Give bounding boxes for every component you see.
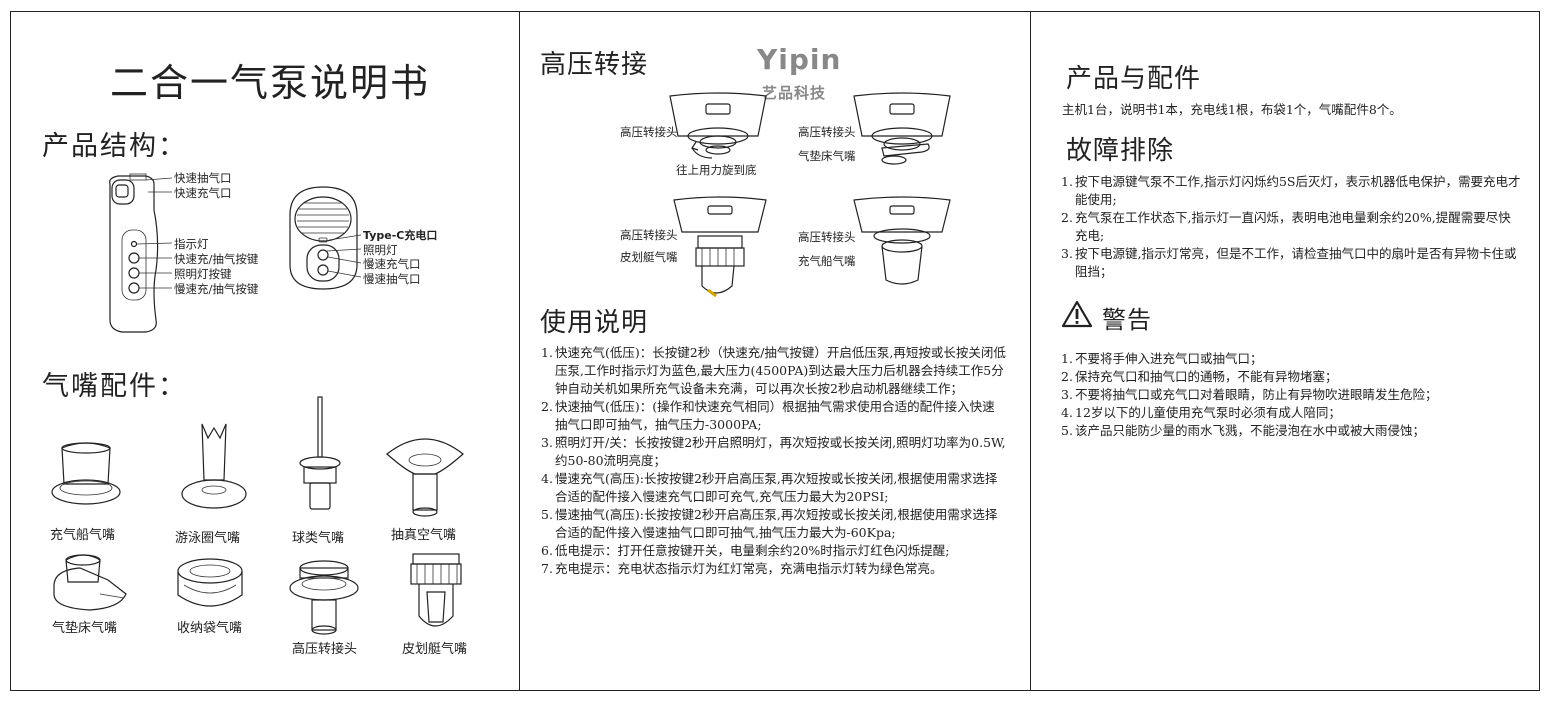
caption-storage-bag-nozzle: 收纳袋气嘴 — [177, 621, 243, 636]
logo-text: Yipin — [757, 43, 842, 76]
label-slow-exhaust-port: 慢速抽气口 — [363, 272, 421, 286]
warning-item: 5.该产品只能防少量的雨水飞溅，不能浸泡在水中或被大雨侵蚀； — [1061, 423, 1426, 438]
diagram-b-nozzle-label: 气垫床气嘴 — [798, 149, 856, 163]
usage-heading: 使用说明 — [540, 308, 649, 338]
structure-heading: 产品结构： — [42, 131, 187, 162]
adapter-step-d-diagram — [853, 196, 951, 285]
warning-list: 1.不要将手伸入进充气口或抽气口； 2.保持充气口和抽气口的通畅，不能有异物堵塞… — [1061, 350, 1527, 440]
warning-item: 4.12岁以下的儿童使用充气泵时必须有成人陪同； — [1061, 405, 1341, 420]
diagram-d-adapter-label: 高压转接头 — [798, 230, 856, 244]
troubleshooting-list: 1.按下电源键气泵不工作,指示灯闪烁约5S后灭灯，表示机器低电保护，需要充电才能… — [1061, 173, 1523, 281]
warning-heading: 警告 — [1102, 306, 1152, 334]
caption-ball-nozzle: 球类气嘴 — [292, 531, 345, 546]
troubleshooting-heading: 故障排除 — [1066, 136, 1175, 166]
adapter-heading: 高压转接 — [540, 50, 649, 80]
ball-needle-icon — [299, 396, 341, 510]
caption-high-pressure-adapter: 高压转接头 — [292, 642, 358, 657]
diagram-c-nozzle-label: 皮划艇气嘴 — [620, 250, 678, 264]
label-light-button: 照明灯按键 — [174, 267, 232, 281]
vacuum-nozzle-icon — [386, 438, 464, 517]
diagram-d-nozzle-label: 充气船气嘴 — [798, 254, 856, 268]
usage-item: 3.照明灯开/关：长按按键2秒开启照明灯，再次短按或长按关闭,照明灯功率为0.5… — [541, 435, 1006, 468]
column-divider-right — [1030, 11, 1031, 691]
nozzle-heading: 气嘴配件： — [42, 371, 187, 402]
adapter-step-b-diagram — [853, 92, 951, 165]
usage-item: 4.慢速充气(高压):长按按键2秒开启高压泵,再次短按或长按关闭,根据使用需求选… — [541, 471, 998, 504]
column-divider-left — [519, 11, 520, 691]
warning-item: 3.不要将抽气口或充气口对着眼睛，防止有异物吹进眼睛发生危险； — [1061, 387, 1438, 402]
label-light: 照明灯 — [363, 243, 398, 257]
label-fast-inflate-port: 快速充气口 — [174, 186, 232, 200]
label-typec-port: Type-C充电口 — [363, 229, 438, 242]
kayak-nozzle-icon — [410, 553, 462, 627]
diagram-a-adapter-label: 高压转接头 — [620, 125, 678, 139]
storage-bag-nozzle-icon — [177, 558, 243, 607]
adapter-step-a-diagram — [669, 92, 767, 159]
warning-item: 2.保持充气口和抽气口的通畅，不能有异物堵塞； — [1061, 369, 1338, 384]
parts-text: 主机1台，说明书1本，充电线1根，布袋1个，气嘴配件8个。 — [1062, 102, 1402, 117]
document-title: 二合一气泵说明书 — [110, 61, 431, 105]
diagram-c-adapter-label: 高压转接头 — [620, 228, 678, 242]
label-fast-button: 快速充/抽气按键 — [174, 252, 259, 266]
page-frame — [10, 11, 1540, 691]
usage-item: 6.低电提示：打开任意按键开关，电量剩余约20%时指示灯红色闪烁提醒; — [541, 543, 950, 558]
usage-item: 7.充电提示：充电状态指示灯为红灯常亮，充满电指示灯转为绿色常亮。 — [541, 561, 943, 576]
pump-front-illustration — [109, 173, 173, 333]
label-slow-button: 慢速充/抽气按键 — [174, 282, 259, 296]
caption-vacuum-nozzle: 抽真空气嘴 — [391, 528, 457, 543]
usage-list: 1.快速充气(低压)：长按键2秒（快速充/抽气按键）开启低压泵,再短按或长按关闭… — [541, 344, 1007, 578]
caption-swim-ring-nozzle: 游泳圈气嘴 — [175, 531, 241, 546]
label-indicator: 指示灯 — [174, 237, 209, 251]
caption-boat-nozzle: 充气船气嘴 — [50, 528, 116, 543]
pump-bottom-illustration — [289, 186, 362, 290]
boat-nozzle-icon — [51, 442, 121, 505]
trouble-item: 3.按下电源键,指示灯常亮，但是不工作，请检查抽气口中的扇叶是否有异物卡住或阻挡… — [1061, 246, 1517, 279]
diagram-a-hint: 往上用力旋到底 — [676, 163, 757, 177]
trouble-item: 1.按下电源键气泵不工作,指示灯闪烁约5S后灭灯，表示机器低电保护，需要充电才能… — [1061, 174, 1521, 207]
warning-icon — [1061, 300, 1093, 328]
usage-item: 2.快速抽气(低压)：(操作和快速充气相同）根据抽气需求使用合适的配件接入快速抽… — [541, 399, 995, 432]
air-mattress-nozzle-icon — [53, 554, 127, 611]
trouble-item: 2.充气泵在工作状态下,指示灯一直闪烁，表明电池电量剩余约20%,提醒需要尽快充… — [1061, 210, 1511, 243]
usage-item: 1.快速充气(低压)：长按键2秒（快速充/抽气按键）开启低压泵,再短按或长按关闭… — [541, 345, 1006, 396]
adapter-step-c-diagram — [673, 196, 767, 298]
high-pressure-adapter-icon — [289, 560, 359, 635]
logo-chinese: 艺品科技 — [762, 84, 827, 102]
warning-item: 1.不要将手伸入进充气口或抽气口； — [1061, 351, 1263, 366]
parts-heading: 产品与配件 — [1066, 64, 1202, 94]
caption-kayak-nozzle: 皮划艇气嘴 — [402, 642, 468, 657]
swim-ring-nozzle-icon — [181, 423, 247, 509]
label-slow-inflate-port: 慢速充气口 — [363, 257, 421, 271]
usage-item: 5.慢速抽气(高压):长按按键2秒开启高压泵,再次短按或长按关闭,根据使用需求选… — [541, 507, 998, 540]
diagram-b-adapter-label: 高压转接头 — [798, 125, 856, 139]
caption-air-mattress-nozzle: 气垫床气嘴 — [52, 621, 118, 636]
label-fast-exhaust-port: 快速抽气口 — [174, 171, 232, 185]
